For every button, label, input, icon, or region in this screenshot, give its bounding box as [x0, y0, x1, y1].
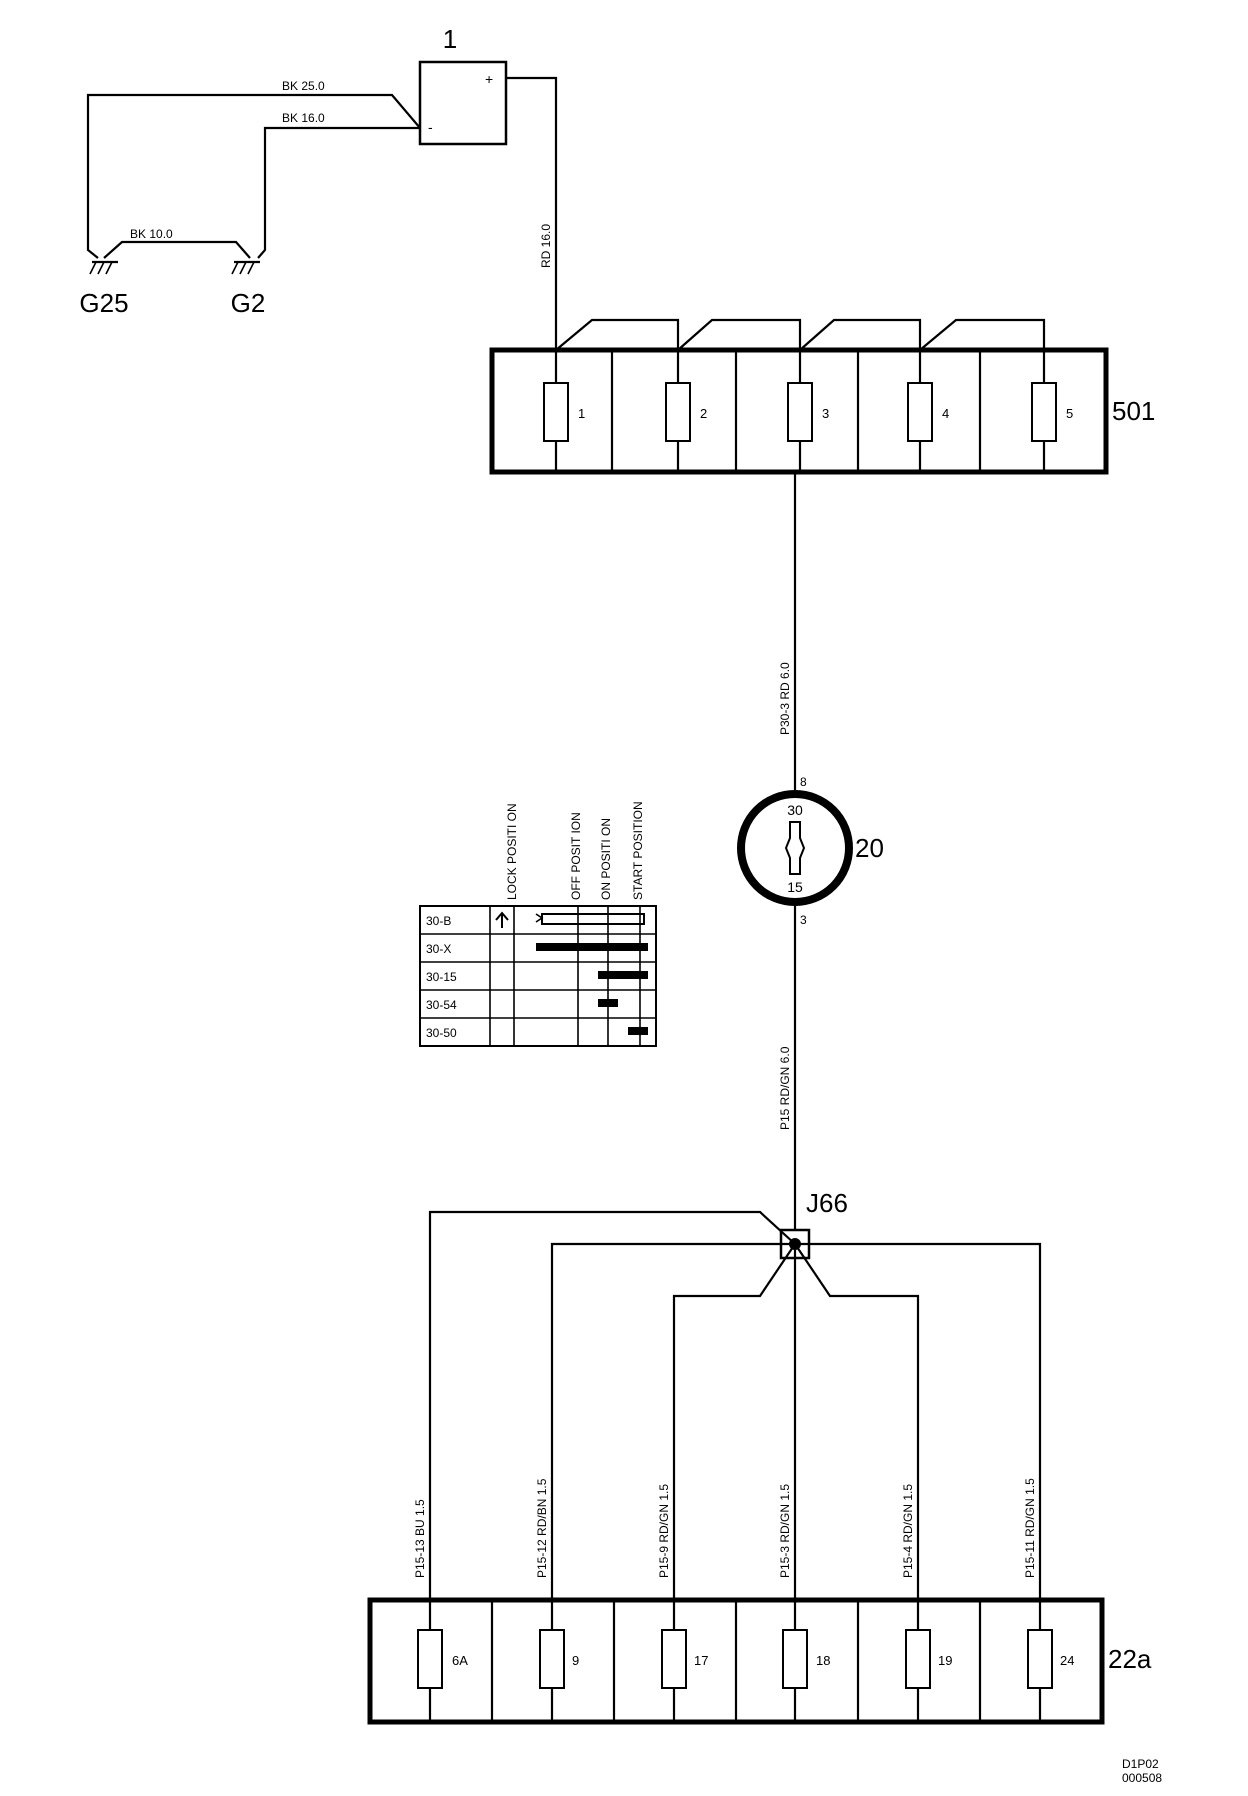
- row-30-x: 30-X: [426, 942, 451, 956]
- wire-label-p15-9: P15-9 RD/GN 1.5: [657, 1484, 671, 1578]
- row-30-50: 30-50: [426, 1026, 457, 1040]
- svg-text:24: 24: [1060, 1653, 1074, 1668]
- ground-label-g25: G25: [79, 288, 128, 318]
- svg-text:4: 4: [942, 406, 949, 421]
- fuse-501-5: 5: [1031, 350, 1073, 472]
- wire-rd-16: [506, 76, 558, 350]
- svg-text:17: 17: [694, 1653, 708, 1668]
- battery-minus-terminal: -: [428, 119, 433, 135]
- wire-label-p30-3: P30-3 RD 6.0: [778, 662, 792, 735]
- svg-text:9: 9: [572, 1653, 579, 1668]
- header-on-position: ON POSITI ON: [599, 818, 613, 900]
- row-30-15: 30-15: [426, 970, 457, 984]
- fuse-22a-19: 19: [905, 1600, 952, 1722]
- fuse-22a-6a: 6A: [417, 1600, 468, 1722]
- ground-symbol-g25: G25: [79, 260, 129, 318]
- ignition-switch-label: 20: [855, 833, 884, 863]
- fuse-box-22a-label: 22a: [1108, 1644, 1152, 1674]
- header-lock-position: LOCK POSITI ON: [505, 803, 519, 900]
- battery-id: 1: [443, 24, 457, 54]
- wire-branch-p15-12: [550, 1242, 795, 1600]
- wire-label-rd-16: RD 16.0: [539, 224, 553, 268]
- junction-j66: J66: [779, 1188, 848, 1260]
- junction-label: J66: [806, 1188, 848, 1218]
- fuse-22a-18: 18: [782, 1600, 830, 1722]
- wire-label-p15-3: P15-3 RD/GN 1.5: [778, 1484, 792, 1578]
- fuse-501-2: 2: [665, 350, 707, 472]
- ignition-terminal-out: 3: [800, 913, 807, 927]
- fuse-box-22a: 6A 9 17 18 19 24 22a: [367, 1597, 1152, 1725]
- header-start-position: START POSITION: [631, 801, 645, 900]
- wire-label-bk-25: BK 25.0: [282, 79, 325, 93]
- fuse-22a-9: 9: [539, 1600, 579, 1722]
- svg-text:18: 18: [816, 1653, 830, 1668]
- wire-label-p15: P15 RD/GN 6.0: [778, 1046, 792, 1130]
- ignition-pin-15: 15: [787, 879, 803, 895]
- up-arrow-icon: [495, 911, 509, 928]
- wire-label-p15-12: P15-12 RD/BN 1.5: [535, 1478, 549, 1578]
- svg-text:1: 1: [578, 406, 585, 421]
- wire-bk-25: [86, 93, 421, 259]
- battery-plus-terminal: +: [485, 71, 493, 87]
- fuse-box-501-label: 501: [1112, 396, 1155, 426]
- svg-text:3: 3: [822, 406, 829, 421]
- fuse-501-3: 3: [787, 350, 829, 472]
- wire-label-bk-10: BK 10.0: [130, 227, 173, 241]
- fuse-501-4: 4: [907, 350, 949, 472]
- wire-label-p15-11: P15-11 RD/GN 1.5: [1023, 1478, 1037, 1578]
- wire-label-p15-4: P15-4 RD/GN 1.5: [901, 1484, 915, 1578]
- wire-label-bk-16: BK 16.0: [282, 111, 325, 125]
- ignition-switch: 8 30 15 20 3: [737, 775, 884, 927]
- row-30-b: 30-B: [426, 914, 451, 928]
- wire-label-p15-13: P15-13 BU 1.5: [413, 1499, 427, 1578]
- fuse-501-1: 1: [543, 350, 585, 472]
- ground-label-g2: G2: [231, 288, 266, 318]
- diagram-date-code: 000508: [1122, 1771, 1162, 1785]
- switch-position-table: LOCK POSITI ON OFF POSIT ION ON POSITI O…: [419, 801, 657, 1047]
- wire-bk-10: [103, 240, 251, 259]
- wire-branch-p15-4: [794, 1243, 920, 1600]
- row-30-54: 30-54: [426, 998, 457, 1012]
- ignition-terminal-in: 8: [800, 775, 807, 789]
- wire-bk-16: [257, 126, 420, 259]
- ground-symbol-g2: G2: [231, 260, 266, 318]
- wire-branch-p15-9: [672, 1243, 796, 1600]
- fuse-22a-17: 17: [661, 1600, 708, 1722]
- ignition-pin-30: 30: [787, 802, 803, 818]
- wire-branch-p15-11: [795, 1242, 1042, 1600]
- header-off-position: OFF POSIT ION: [569, 812, 583, 900]
- battery: 1 + -: [418, 24, 508, 146]
- fuse-22a-24: 24: [1027, 1600, 1074, 1722]
- svg-text:19: 19: [938, 1653, 952, 1668]
- fuse-box-501: 1 2 3 4 5 501: [489, 318, 1155, 475]
- svg-text:6A: 6A: [452, 1653, 468, 1668]
- svg-text:5: 5: [1066, 406, 1073, 421]
- key-slot-icon: [784, 821, 806, 875]
- svg-text:2: 2: [700, 406, 707, 421]
- diagram-code: D1P02: [1122, 1757, 1159, 1771]
- wire-branch-p15-13: [428, 1210, 796, 1600]
